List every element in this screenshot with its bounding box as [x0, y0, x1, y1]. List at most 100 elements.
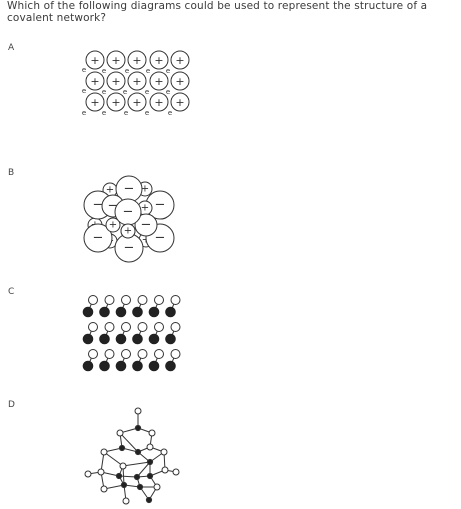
cation-icon — [149, 50, 169, 70]
layered-molecular-icon[interactable] — [82, 295, 181, 372]
anion-icon-symbol: − — [93, 198, 104, 213]
anion-icon-symbol: − — [124, 182, 135, 197]
anion-icon — [83, 223, 113, 253]
bond-line — [103, 451, 124, 467]
anion-icon-symbol: − — [155, 231, 166, 246]
cation-icon — [149, 71, 169, 91]
black-atom-icon — [82, 306, 94, 318]
anion-icon-symbol: − — [93, 231, 104, 246]
white-atom-icon — [97, 468, 105, 476]
cation-icon — [120, 223, 136, 239]
white-atom-icon — [154, 295, 164, 305]
cation-symbol: + — [111, 96, 120, 109]
black-atom-icon — [99, 333, 110, 345]
cation-icon — [127, 92, 147, 112]
cation-symbol: + — [175, 75, 184, 88]
black-atom-icon — [165, 333, 176, 345]
cation-icon-symbol: + — [141, 184, 149, 195]
white-atom-icon — [160, 448, 168, 456]
black-atom-icon — [115, 360, 127, 372]
black-atom-icon — [148, 360, 160, 372]
cation-symbol: + — [154, 75, 163, 88]
electron-symbol: e — [82, 66, 86, 74]
white-atom-icon — [170, 322, 181, 332]
electron-symbol: e — [145, 88, 149, 96]
cation-icon-symbol: + — [141, 203, 149, 214]
anion-icon-symbol: − — [124, 241, 135, 256]
white-atom-icon — [121, 295, 131, 305]
electron-symbol: e — [166, 67, 170, 75]
white-atom-icon — [154, 349, 164, 359]
white-atom-icon — [100, 448, 108, 456]
question-text: Which of the following diagrams could be… — [7, 0, 428, 24]
cation-symbol: + — [132, 54, 141, 67]
white-atom-icon — [172, 468, 180, 476]
white-atom-icon — [104, 349, 115, 359]
black-atom-icon — [146, 472, 154, 480]
electron-symbol: e — [124, 109, 128, 117]
electron-symbol: e — [102, 67, 106, 75]
option-label-d[interactable]: D — [8, 400, 15, 410]
black-atom-icon — [132, 333, 143, 345]
white-atom-icon — [88, 295, 98, 305]
anion-icon-symbol: − — [155, 198, 166, 213]
cation-icon — [85, 71, 105, 91]
cation-icon — [127, 50, 147, 70]
white-atom-icon — [104, 295, 115, 305]
electron-symbol: e — [145, 109, 149, 117]
white-atom-icon — [88, 322, 98, 332]
black-atom-icon — [136, 483, 144, 491]
electron-symbol: e — [125, 67, 129, 75]
cation-icon — [170, 92, 190, 112]
white-atom-icon — [119, 462, 127, 470]
cation-icon — [85, 50, 105, 70]
option-label-a[interactable]: A — [8, 43, 15, 53]
black-atom-icon — [115, 472, 123, 480]
black-atom-icon — [82, 333, 94, 345]
electron-symbol: e — [82, 87, 86, 95]
cation-icon — [149, 92, 169, 112]
cation-icon — [105, 217, 121, 233]
black-atom-icon — [145, 496, 153, 504]
white-atom-icon — [100, 485, 108, 493]
cation-symbol: + — [154, 54, 163, 67]
cation-icon — [127, 71, 147, 91]
black-atom-icon — [115, 306, 127, 318]
black-atom-icon — [165, 306, 176, 318]
electron-symbol: e — [82, 109, 86, 117]
cation-icon — [170, 50, 190, 70]
electron-symbol: e — [102, 88, 106, 96]
cation-icon-symbol: + — [106, 185, 114, 196]
option-label-b[interactable]: B — [8, 168, 15, 178]
black-atom-icon — [99, 360, 110, 372]
white-atom-icon — [137, 295, 148, 305]
white-atom-icon — [146, 443, 154, 451]
ionic-lattice-icon[interactable]: ++++++−−−−−−+++−−−+ — [83, 175, 175, 263]
cation-symbol: + — [132, 96, 141, 109]
bond-line — [122, 461, 151, 467]
cation-icon — [106, 71, 126, 91]
cation-icon — [170, 71, 190, 91]
electron-symbol: e — [123, 88, 127, 96]
white-atom-icon — [121, 322, 131, 332]
black-atom-icon — [134, 448, 142, 456]
cation-symbol: + — [111, 54, 120, 67]
electron-symbol: e — [166, 88, 170, 96]
cation-symbol: + — [175, 54, 184, 67]
cation-icon — [106, 92, 126, 112]
black-atom-icon — [146, 458, 154, 466]
black-atom-icon — [133, 473, 141, 481]
white-atom-icon — [137, 349, 148, 359]
black-atom-icon — [134, 424, 142, 432]
cation-icon-symbol: + — [109, 220, 117, 231]
white-atom-icon — [116, 429, 124, 437]
cation-symbol: + — [90, 75, 99, 88]
cation-symbol: + — [154, 96, 163, 109]
anion-icon-symbol: − — [108, 199, 119, 214]
cation-icon-symbol: + — [124, 226, 132, 237]
covalent-network-icon[interactable] — [84, 407, 180, 505]
cation-symbol: + — [90, 96, 99, 109]
option-label-c[interactable]: C — [8, 287, 15, 297]
